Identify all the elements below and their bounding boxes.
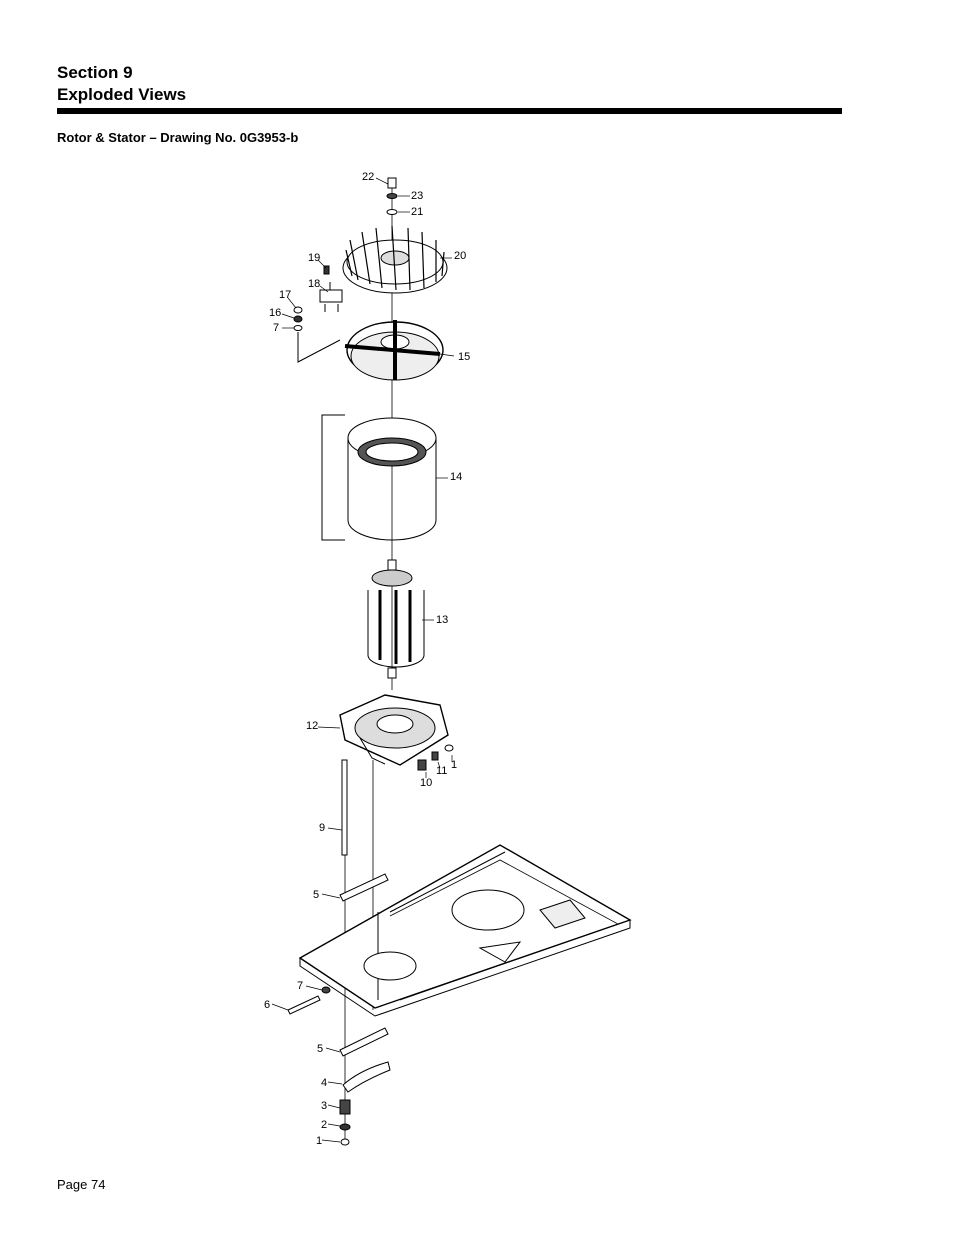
callout-1b: 1 [316,1135,322,1147]
callout-15: 15 [458,351,470,363]
callout-16: 16 [269,307,281,319]
fan [342,225,448,294]
callout-18: 18 [308,278,320,290]
callout-4: 4 [321,1077,327,1089]
callout-21: 21 [411,206,423,218]
through-bolt [341,759,348,856]
callout-7a: 7 [273,322,279,334]
callout-9: 9 [319,822,325,834]
callout-20: 20 [454,250,466,262]
callout-6: 6 [264,999,270,1011]
callout-11: 11 [436,765,447,777]
top-bolt [386,177,398,215]
base-frame [298,844,632,1017]
page-number: Page 74 [57,1177,106,1192]
rear-bearing-carrier [344,320,444,381]
drawing-title: Rotor & Stator – Drawing No. 0G3953-b [57,130,299,145]
callout-3: 3 [321,1100,327,1112]
callout-22: 22 [362,171,374,183]
section-title: Exploded Views [57,85,187,104]
callout-19: 19 [308,252,320,264]
callout-12: 12 [306,720,318,732]
rotor [367,559,425,679]
callout-2: 2 [321,1119,327,1131]
callout-5b: 5 [317,1043,323,1055]
callout-7b: 7 [297,980,303,992]
stator [347,417,437,541]
callout-17: 17 [279,289,291,301]
front-bearing-carrier [339,694,449,766]
callout-13: 13 [436,614,448,626]
callout-5a: 5 [313,889,319,901]
callout-1a: 1 [451,759,457,771]
section-number: Section 9 [57,63,133,82]
heading-rule [57,108,842,114]
callout-23: 23 [411,190,423,202]
callout-14: 14 [450,471,462,483]
bracket [319,265,343,312]
section-heading: Section 9 Exploded Views [57,62,186,106]
callout-10: 10 [420,777,432,789]
